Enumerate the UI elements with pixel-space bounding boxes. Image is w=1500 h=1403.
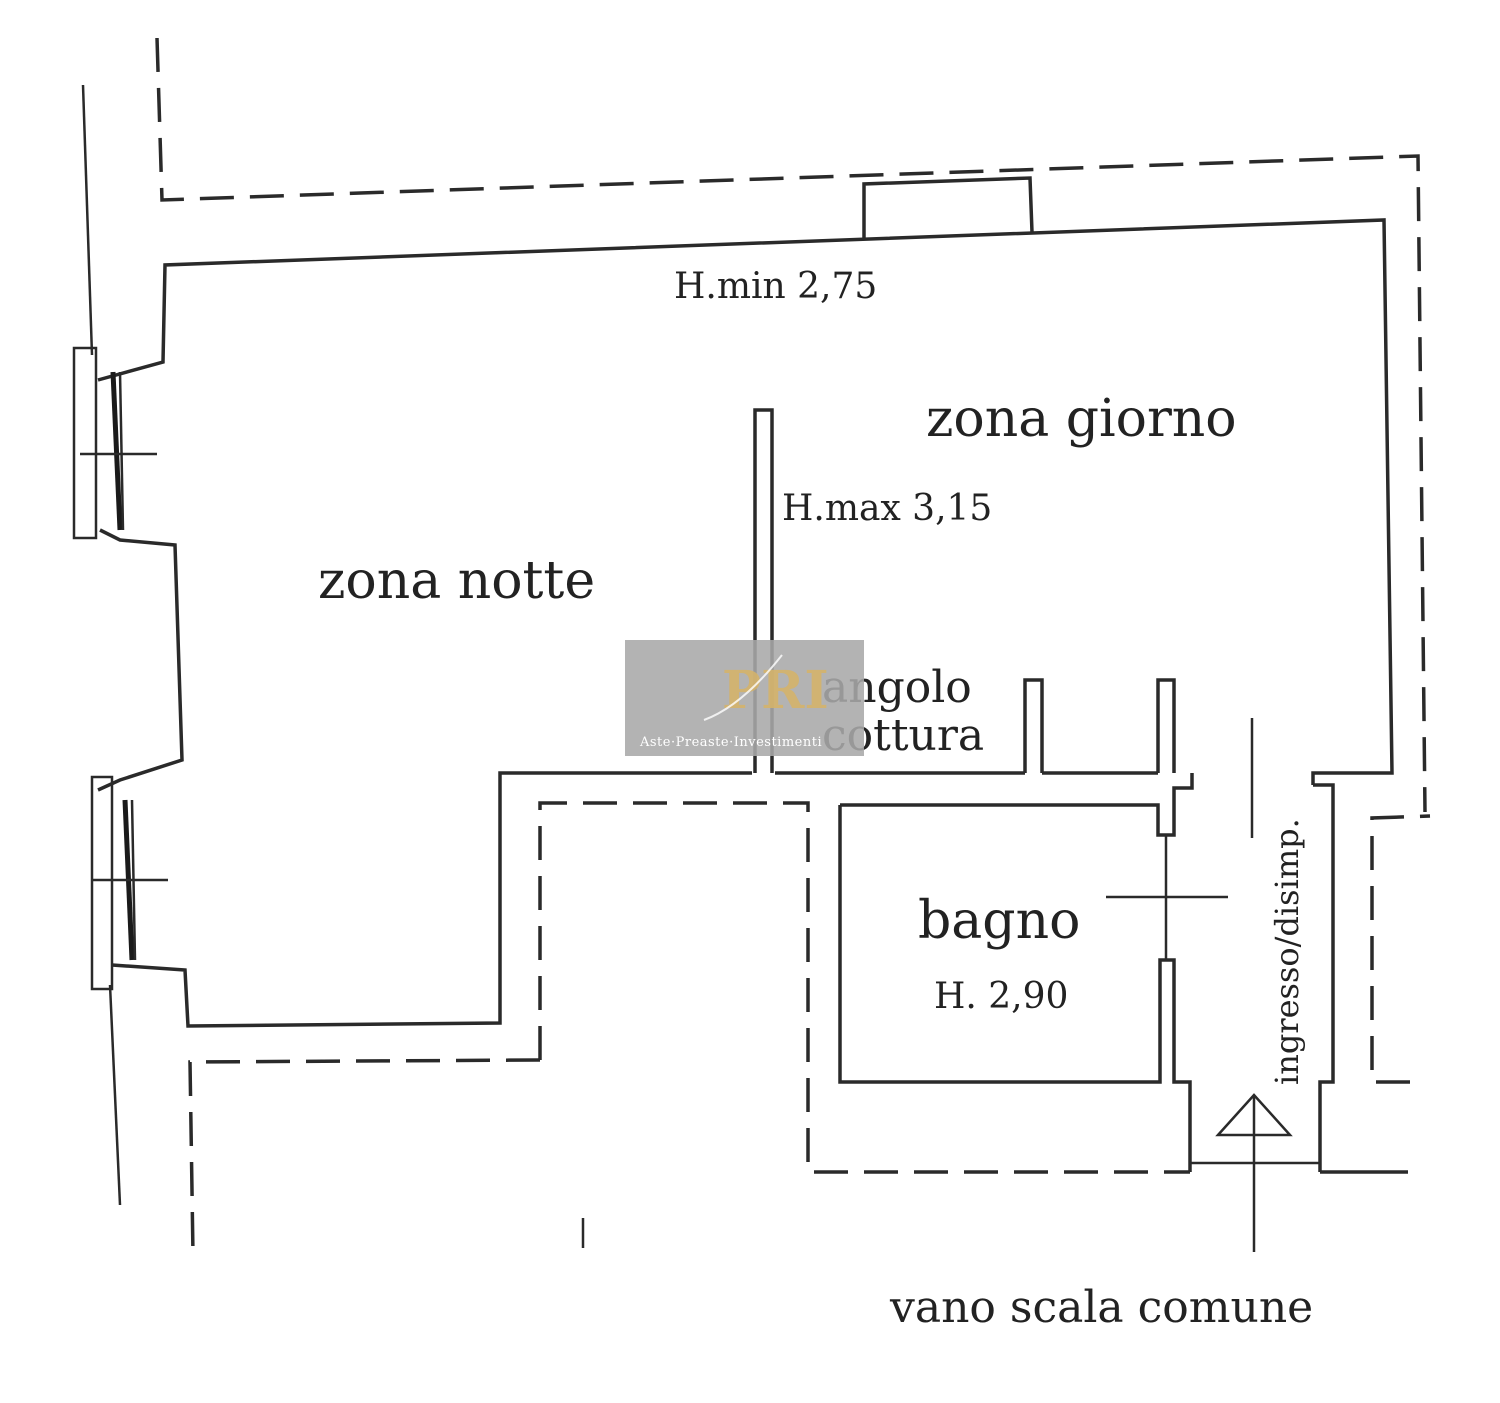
window-lower [90, 775, 168, 991]
label-zona-giorno: zona giorno [926, 389, 1237, 449]
watermark-logo-icon: PRI [703, 654, 829, 721]
partition-night-day [753, 408, 774, 773]
label-bagno: bagno [918, 891, 1080, 951]
facade-left [81, 84, 122, 1206]
label-zona-notte: zona notte [318, 551, 595, 611]
svg-text:PRI: PRI [722, 660, 829, 721]
label-ingresso: ingresso/disimp. [1268, 818, 1306, 1085]
label-height-min: H.min 2,75 [674, 266, 877, 307]
bathroom-walls [838, 773, 1228, 1172]
apartment-perimeter [97, 218, 1394, 1028]
boundary-dashed-top [155, 37, 1427, 813]
chimney-protrusion [862, 176, 1034, 240]
watermark: PRI Aste·Preaste·Investimenti [625, 640, 864, 756]
window-upper [72, 346, 157, 540]
watermark-brand: Aste·Preaste·Investimenti [639, 735, 822, 750]
label-vano-scala: vano scala comune [889, 1282, 1313, 1333]
entrance-arrow-icon [1215, 1093, 1293, 1252]
kitchen-partitions [1023, 678, 1176, 773]
label-height-max: H.max 3,15 [782, 488, 992, 529]
label-height-bagno: H. 2,90 [934, 976, 1068, 1017]
neighbour-dashed [188, 801, 1431, 1256]
